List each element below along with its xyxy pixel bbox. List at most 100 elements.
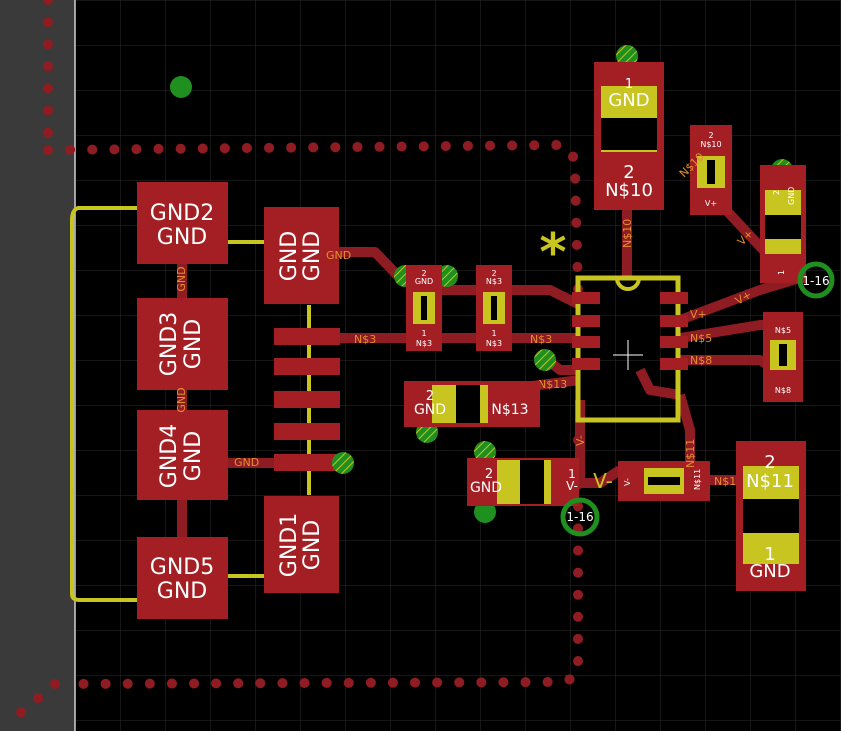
gnd-trace-label-3: GND	[175, 387, 188, 412]
ic-pin-2[interactable]	[572, 315, 600, 327]
gnd3-pad-net: GND	[181, 319, 206, 369]
gnd3-pad[interactable]	[137, 298, 228, 390]
resistor-vminus-gap	[648, 477, 680, 485]
ic-pin-4[interactable]	[572, 358, 600, 370]
drill-label-right: 1-16	[802, 274, 829, 288]
capacitor-n8-net: N$8	[775, 386, 791, 395]
resistor-vminus-n11: N$11	[693, 469, 702, 490]
resistor-vminus-small: V-	[623, 478, 632, 486]
gnd-top-pad[interactable]	[264, 207, 339, 304]
ic-pin-1[interactable]	[572, 292, 600, 304]
capacitor-top-pin1: 1	[625, 77, 633, 92]
capacitor-n5n8-gap	[779, 344, 787, 366]
n11-label-vert: N$11	[684, 439, 697, 468]
capacitor-top-pin2-net: N$10	[605, 180, 653, 201]
capacitor-vplus-gnd: GND	[787, 187, 796, 205]
drill-label-bottom: 1-16	[566, 510, 593, 524]
resistor-1-net: N$3	[416, 339, 432, 348]
vplus-label-a: V+	[690, 308, 707, 321]
gnd-trace-label-2: GND	[175, 266, 188, 291]
n3-label-b: N$3	[530, 333, 552, 346]
capacitor-vminus: 2 GND 1 V- 1-16	[467, 458, 600, 537]
gnd1-pad-net: GND	[300, 520, 325, 570]
capacitor-br-pin2-net: N$11	[746, 471, 794, 492]
resistor-1-pin1: 1	[421, 329, 426, 338]
connector-pin-2[interactable]	[274, 358, 340, 375]
via-3[interactable]	[616, 45, 638, 67]
gnd5-pad-net: GND	[157, 579, 207, 604]
capacitor-n10-gap	[707, 160, 715, 184]
drill-hole-right[interactable]	[797, 261, 835, 299]
capacitor-vminus-gnd: GND	[470, 480, 502, 496]
gnd5-pad-name: GND5	[150, 555, 214, 580]
n3-label-a: N$3	[354, 333, 376, 346]
capacitor-top-gap	[601, 118, 657, 150]
n10-label-vert: N$10	[621, 219, 634, 248]
connector-footprint: GND GND GND1 GND GND GND N$3	[234, 207, 376, 593]
capacitor-br-pin2: 2	[764, 452, 775, 473]
n8-label: N$8	[690, 354, 712, 367]
capacitor-vminus-net: V-	[566, 479, 578, 493]
via-7[interactable]	[534, 349, 556, 371]
gnd2-pad-name: GND2	[150, 201, 214, 226]
capacitor-br-pin1: 1	[764, 544, 775, 565]
capacitor-n13-net: N$13	[491, 402, 528, 418]
capacitor-n5-n8: N$5 N$8	[763, 312, 803, 402]
gnd5-pad[interactable]	[137, 537, 228, 619]
gnd2-pad-net: GND	[157, 225, 207, 250]
capacitor-br-gap	[743, 499, 799, 533]
copper-traces	[177, 191, 802, 540]
gnd3-pad-name: GND3	[157, 312, 182, 376]
capacitor-n13-gnd: GND	[414, 402, 446, 418]
ic-pin-3[interactable]	[572, 336, 600, 348]
capacitor-n13-pin2: 2	[426, 389, 434, 404]
ic-footprint: V+ N$5 N$8 N$13 V- N$10	[538, 219, 712, 446]
resistor-vminus: V- V- N$11 N$11 N$11	[593, 439, 743, 501]
gnd4-pad-name: GND4	[157, 424, 182, 488]
capacitor-n13: 2 GND N$13	[404, 381, 540, 427]
connector-pin-4[interactable]	[274, 423, 340, 440]
capacitor-n10-net: N$10	[700, 140, 721, 149]
capacitor-vminus-gap	[520, 460, 544, 504]
via-10[interactable]	[474, 501, 496, 523]
n5-label: N$5	[690, 332, 712, 345]
resistor-2-gap	[491, 296, 497, 320]
capacitor-top-pin1-net: GND	[608, 90, 649, 111]
capacitor-br-pin1-net: GND	[749, 561, 790, 582]
gnd1-pad[interactable]	[264, 496, 339, 593]
ic-pin-6[interactable]	[660, 336, 688, 348]
resistor-2-pin1: 1	[491, 329, 496, 338]
ic-pin-7[interactable]	[660, 315, 688, 327]
resistor-1-gnd: GND	[415, 277, 433, 286]
drill-hole-bottom[interactable]	[560, 497, 600, 537]
connector-pin-1[interactable]	[274, 328, 340, 345]
connector-pin-5[interactable]	[274, 454, 340, 471]
vminus-label-vert: V-	[574, 435, 587, 446]
capacitor-n13-gap	[456, 385, 480, 423]
gnd1-pad-name: GND1	[277, 513, 302, 577]
ic-pin-5[interactable]	[660, 358, 688, 370]
ic-outline	[575, 275, 681, 423]
via-1[interactable]	[170, 76, 192, 98]
capacitor-vplus-pin1: 1	[777, 270, 786, 275]
capacitor-bottom-right: 2 N$11 1 GND	[736, 441, 806, 591]
resistor-1-pin2: 2	[421, 269, 426, 278]
gnd4-pad[interactable]	[137, 410, 228, 500]
vminus-big-label: V-	[593, 469, 613, 493]
gnd-trace-label: GND	[326, 249, 351, 262]
ic-notch	[615, 277, 641, 291]
small-resistor-pair: 2 GND 1 N$3 2 N$3 1 N$3 N$3	[406, 265, 552, 351]
capacitor-n10-vplus: V+	[705, 199, 717, 208]
left-panel	[0, 0, 75, 731]
via-9[interactable]	[474, 441, 496, 463]
ic-pin-8[interactable]	[660, 292, 688, 304]
via-2[interactable]	[332, 452, 354, 474]
gnd2-pad[interactable]	[137, 182, 228, 264]
capacitor-vminus-pin1: 1	[568, 467, 576, 481]
gnd-top-pad-net: GND	[300, 231, 325, 281]
connector-pin-3[interactable]	[274, 391, 340, 408]
capacitor-n10-small: 2 N$10 V+ N$10	[677, 125, 732, 215]
capacitor-n10-pin2: 2	[708, 131, 713, 140]
